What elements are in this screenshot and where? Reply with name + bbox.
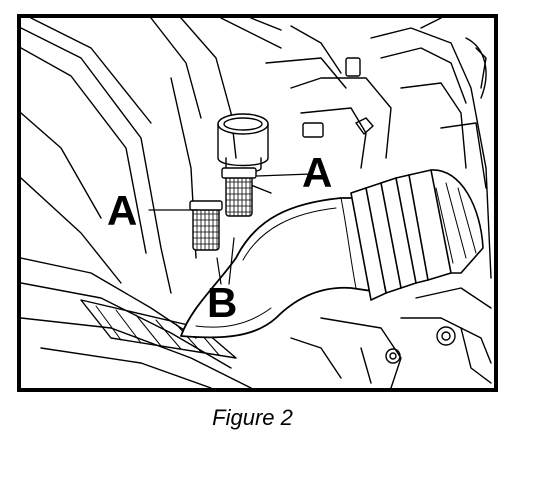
filter-screen-upper xyxy=(221,167,257,217)
leader-lines xyxy=(148,173,312,285)
figure-caption: Figure 2 xyxy=(212,405,293,430)
engine-block xyxy=(290,18,492,388)
duct-coupling xyxy=(340,169,484,301)
engine-bay-illustration xyxy=(21,18,492,388)
background-body-panels xyxy=(21,18,347,388)
hatched-plate xyxy=(80,299,237,359)
callout-b: B xyxy=(207,279,238,326)
callout-a-left: A xyxy=(107,187,138,234)
filter-screen-lower xyxy=(189,200,223,251)
callout-a-right: A xyxy=(302,149,333,196)
figure-frame: A A B xyxy=(17,14,498,392)
intake-duct xyxy=(180,197,387,339)
